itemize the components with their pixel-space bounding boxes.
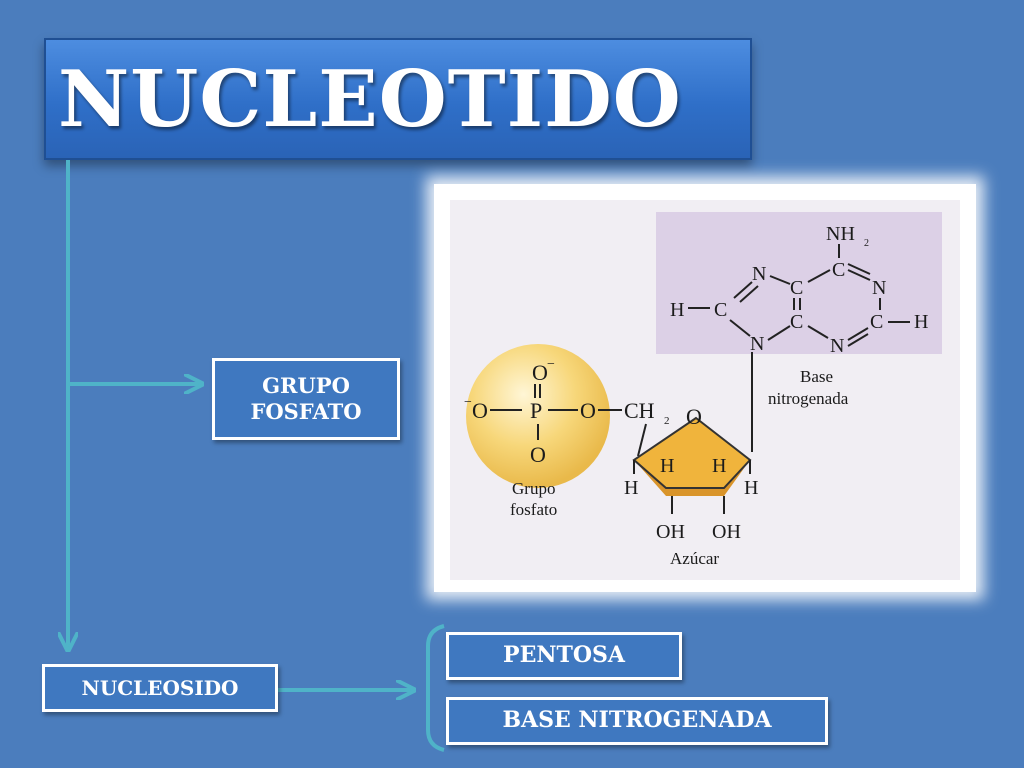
base-c-center-bottom: C: [790, 311, 803, 333]
phosphate-o-left: O: [472, 398, 488, 423]
base-c-right: C: [870, 311, 883, 333]
bond-n-bottom-right-c-right-double: [847, 333, 869, 347]
bond-c-left-n-bottom-left: [729, 319, 751, 337]
bond-c-center-n-left-top: [769, 275, 791, 285]
nucleotide-structure-diagram: O − − O P O O CH 2 Grupo fosfato O H H H…: [450, 200, 960, 580]
base-c-top: C: [832, 259, 845, 281]
pentosa-label: PENTOSA: [503, 642, 625, 669]
sugar-h-right: H: [744, 477, 758, 499]
base-nh2-subscript: 2: [864, 238, 869, 249]
base-nitrogenada-box: BASE NITROGENADA: [446, 697, 828, 745]
sugar-oh-right: OH: [712, 521, 741, 543]
nucleotide-figure: O − − O P O O CH 2 Grupo fosfato O H H H…: [434, 184, 976, 592]
base-n-bottom-right: N: [830, 335, 844, 357]
sugar-oh-left: OH: [656, 521, 685, 543]
base-n-left-top: N: [752, 263, 766, 285]
bond-n-left-top-c-left: [733, 281, 753, 299]
sugar-label: Azúcar: [670, 549, 719, 568]
title-banner: NUCLEOTIDO: [44, 38, 752, 160]
base-c-left: C: [714, 299, 727, 321]
bond-n-left-top-c-left-double: [739, 285, 759, 303]
sugar-h-upper-right: H: [712, 455, 726, 477]
phosphate-label-line2: fosfato: [510, 500, 557, 519]
sugar-h-left: H: [624, 477, 638, 499]
bond-ch2-ring: [637, 423, 647, 457]
bond-c-center-n-bottom-right: [807, 325, 829, 339]
base-panel: [656, 212, 942, 354]
ch2-label: CH: [624, 398, 655, 423]
phosphate-p: P: [530, 398, 542, 423]
phosphate-o-right: O: [580, 398, 596, 423]
bracket: [426, 624, 445, 752]
phosphate-o-top: O: [532, 360, 548, 385]
nucleosido-label: NUCLEOSIDO: [81, 675, 239, 700]
grupo-label-line2: FOSFATO: [250, 399, 362, 424]
sugar-ring-o: O: [686, 404, 702, 429]
grupo-label-line1: GRUPO: [262, 372, 350, 398]
base-nitrogenada-label: BASE NITROGENADA: [502, 707, 772, 734]
phosphate-o-bottom: O: [530, 442, 546, 467]
pentosa-box: PENTOSA: [446, 632, 682, 680]
base-label-line2: nitrogenada: [768, 389, 849, 408]
base-n-right: N: [872, 277, 886, 299]
ch2-subscript: 2: [664, 415, 670, 427]
grupo-fosfato-box: GRUPO FOSFATO: [212, 358, 400, 440]
phosphate-o-top-charge: −: [547, 357, 555, 372]
phosphate-label-line1: Grupo: [512, 479, 555, 498]
base-nh2: NH: [826, 223, 855, 245]
phosphate-sphere: [466, 344, 610, 488]
bond-c-top-n-right-double: [847, 263, 871, 275]
bond-n-bottom-right-c-right: [847, 327, 869, 341]
sugar-ring: [632, 416, 752, 489]
bond-n-bottom-left-c-center: [767, 325, 791, 341]
bond-c-top-n-right: [847, 269, 871, 281]
phosphate-o-left-charge: −: [464, 395, 472, 410]
base-h-left: H: [670, 299, 684, 321]
bond-c-top-c-center: [807, 269, 831, 283]
sugar-h-upper-left: H: [660, 455, 674, 477]
base-label-line1: Base: [800, 367, 833, 386]
nucleosido-box: NUCLEOSIDO: [42, 664, 278, 712]
base-h-right: H: [914, 311, 928, 333]
page-title: NUCLEOTIDO: [58, 53, 682, 145]
base-c-center-top: C: [790, 277, 803, 299]
sugar-ring-side: [634, 460, 750, 496]
base-n-bottom-left: N: [750, 333, 764, 355]
